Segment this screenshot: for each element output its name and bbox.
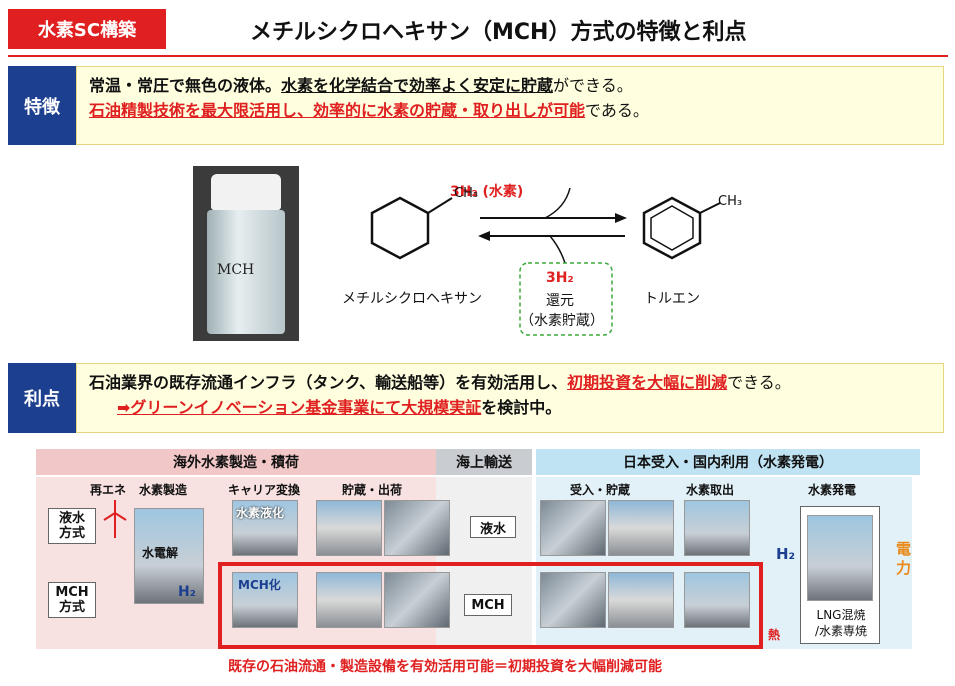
receive-tank-photo: [608, 500, 674, 556]
heat-label: 熱: [768, 628, 781, 642]
h2-label-b: H₂: [776, 545, 796, 563]
method-liquid: 液水 方式: [48, 508, 96, 544]
receive-terminal-photo: [540, 500, 606, 556]
footer-note: 既存の石油流通・製造設備を有効活用可能＝初期投資を大幅削減可能: [228, 659, 662, 675]
section-tag: 水素SC構築: [8, 9, 166, 49]
mch-methyl: CH₃: [454, 186, 479, 201]
feature-liquid: 常温・常圧で無色の液体: [89, 76, 266, 95]
lh2-terminal-photo: [384, 500, 450, 556]
col-renewable: 再エネ: [90, 483, 127, 497]
release-label: 3H₂ (水素): [450, 184, 524, 200]
cyclohexane-ring: [370, 196, 430, 260]
col-carrier: キャリア変換: [228, 483, 301, 497]
power-plant-box: LNG混焼 /水素専焼: [800, 506, 880, 644]
h2-label-a: H₂: [178, 584, 196, 600]
benzene-inner: [650, 205, 694, 251]
col-storage: 貯蔵・出荷: [342, 483, 403, 497]
power-plant-photo: [807, 515, 873, 601]
bottle-label: MCH: [217, 262, 255, 278]
toluene-methyl-bond: [699, 202, 721, 214]
benefit-cost: 初期投資を大幅に削減: [567, 373, 728, 392]
stage-domestic: 日本受入・国内利用（水素発電）: [536, 449, 920, 475]
ship-liquid: 液水: [470, 516, 516, 538]
benefit-tail: できる。: [727, 373, 791, 392]
feature-storage: 水素を化学結合で効率よく安定に貯蔵: [281, 76, 554, 95]
forward-arrow-head: [615, 213, 627, 223]
liquefaction-label: 水素液化: [236, 506, 285, 520]
title-divider: [8, 55, 948, 57]
mch-tank-photo: [316, 572, 382, 628]
benefits-label: 利点: [8, 363, 76, 433]
extraction-photo-liquid: [684, 500, 750, 556]
storage-note: （水素貯蔵）: [520, 313, 604, 329]
benefits-line-1: 石油業界の既存流通インフラ（タンク、輸送船等）を有効活用し、初期投資を大幅に削減…: [89, 370, 931, 395]
feature-tail-2: である。: [585, 101, 649, 120]
absorb-label: 3H₂: [546, 270, 574, 286]
method-mch: MCH 方式: [48, 582, 96, 618]
benefit-tail-2: を検討中。: [481, 398, 562, 417]
mch-receive-tank-photo: [608, 572, 674, 628]
absorb-arrow: [549, 235, 566, 264]
toluene-compound-name: トルエン: [644, 291, 700, 307]
feature-tail: ができる。: [553, 76, 633, 95]
features-line-2: 石油精製技術を最大限活用し、効率的に水素の貯蔵・取り出しが可能である。: [89, 98, 931, 123]
mch-bottle-photo: MCH: [193, 166, 299, 341]
feature-period: 。: [265, 76, 282, 95]
methyl-bond: [427, 197, 453, 214]
stage-overseas: 海外水素製造・積荷: [36, 449, 436, 475]
mch-compound-name: メチルシクロヘキサン: [342, 291, 482, 307]
features-box: 常温・常圧で無色の液体。水素を化学結合で効率よく安定に貯蔵ができる。 石油精製技…: [76, 66, 944, 145]
benefits-box: 石油業界の既存流通インフラ（タンク、輸送船等）を有効活用し、初期投資を大幅に削減…: [76, 363, 944, 433]
power-label: 電力: [896, 540, 912, 577]
feature-refining: 石油精製技術を最大限活用し、効率的に水素の貯蔵・取り出しが可能: [89, 101, 586, 120]
features-label: 特徴: [8, 66, 76, 145]
mch-plant-photo: [232, 572, 298, 628]
storage-box: [519, 262, 613, 336]
benefits-line-2: ➡グリーンイノベーション基金事業にて大規模実証を検討中。: [89, 395, 931, 420]
mch-conv-label: MCH化: [238, 578, 281, 592]
benefit-fund: ➡グリーンイノベーション基金事業にて大規模実証: [117, 398, 482, 417]
col-generation: 水素発電: [808, 483, 857, 497]
col-receiving: 受入・貯蔵: [570, 483, 631, 497]
bottle-glass: [207, 210, 285, 334]
reaction-diagram: [370, 187, 721, 336]
col-production: 水素製造: [139, 483, 188, 497]
stage-shipping: 海上輸送: [436, 449, 532, 475]
reverse-arrow-head: [478, 231, 490, 241]
reduction-label: 還元: [546, 293, 574, 309]
ship-mch: MCH: [464, 594, 512, 616]
release-arrow: [544, 187, 571, 219]
bottle-cap: [211, 174, 281, 210]
electrolyzer-photo: [134, 508, 204, 604]
col-extraction: 水素取出: [686, 483, 735, 497]
benzene-ring: [642, 196, 702, 260]
liquefaction-photo: [232, 500, 298, 556]
electrolysis-label: 水電解: [142, 546, 179, 560]
existing-infra-highlight: [218, 562, 763, 649]
toluene-methyl: CH₃: [718, 194, 743, 209]
page-title: メチルシクロヘキサン（MCH）方式の特徴と利点: [250, 20, 747, 45]
dehydrogenation-photo: [684, 572, 750, 628]
features-line-1: 常温・常圧で無色の液体。水素を化学結合で効率よく安定に貯蔵ができる。: [89, 73, 931, 98]
mch-terminal-photo: [384, 572, 450, 628]
benefit-infra: 石油業界の既存流通インフラ（タンク、輸送船等）を有効活用し、: [89, 373, 568, 392]
mch-receive-photo: [540, 572, 606, 628]
generation-label: LNG混焼 /水素専焼: [814, 608, 868, 638]
lh2-tank-photo: [316, 500, 382, 556]
wind-turbine-icon: [103, 500, 127, 538]
